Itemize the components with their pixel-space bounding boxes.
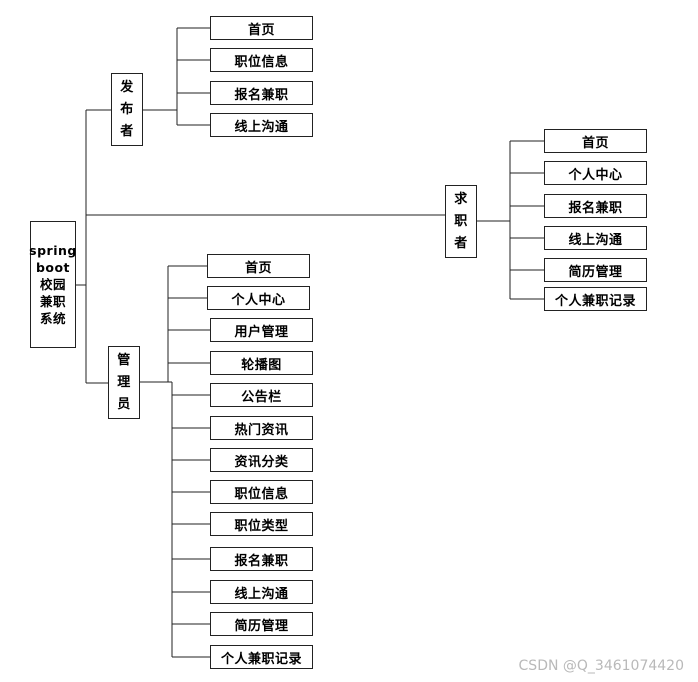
- seeker-item: 线上沟通: [544, 226, 647, 250]
- admin-item: 轮播图: [210, 351, 313, 375]
- watermark: CSDN @Q_3461074420: [518, 658, 684, 674]
- publisher-item: 报名兼职: [210, 81, 313, 105]
- publisher-item: 首页: [210, 16, 313, 40]
- seeker-node: 求 职 者: [445, 185, 477, 258]
- seeker-item: 报名兼职: [544, 194, 647, 218]
- root-line: 兼职: [39, 294, 66, 309]
- admin-item: 职位信息: [210, 480, 313, 504]
- publisher-item: 职位信息: [210, 48, 313, 72]
- admin-item: 职位类型: [210, 512, 313, 536]
- admin-node: 管 理 员: [108, 346, 140, 419]
- admin-item: 公告栏: [210, 383, 313, 407]
- admin-item: 热门资讯: [210, 416, 313, 440]
- seeker-line: 职: [454, 213, 468, 229]
- admin-item: 资讯分类: [210, 448, 313, 472]
- root-line: spring: [29, 243, 77, 258]
- admin-line: 理: [117, 374, 131, 390]
- root-line: boot: [35, 260, 71, 275]
- admin-line: 管: [117, 352, 131, 368]
- admin-item: 用户管理: [210, 318, 313, 342]
- admin-item: 报名兼职: [210, 547, 313, 571]
- publisher-line: 者: [120, 123, 134, 139]
- admin-line: 员: [117, 396, 131, 412]
- publisher-line: 布: [120, 101, 134, 117]
- admin-item: 个人中心: [207, 286, 310, 310]
- seeker-item: 简历管理: [544, 258, 647, 282]
- root-line: 校园: [39, 277, 66, 292]
- seeker-line: 求: [454, 191, 468, 207]
- seeker-item: 个人中心: [544, 161, 647, 185]
- seeker-line: 者: [454, 235, 468, 251]
- admin-item: 首页: [207, 254, 310, 278]
- root-node: spring boot 校园 兼职 系统: [29, 221, 77, 348]
- root-line: 系统: [39, 311, 66, 326]
- admin-item: 个人兼职记录: [210, 645, 313, 669]
- admin-item: 线上沟通: [210, 580, 313, 604]
- publisher-line: 发: [120, 79, 134, 95]
- seeker-item: 个人兼职记录: [544, 287, 647, 311]
- seeker-item: 首页: [544, 129, 647, 153]
- publisher-item: 线上沟通: [210, 113, 313, 137]
- admin-item: 简历管理: [210, 612, 313, 636]
- publisher-node: 发 布 者: [111, 73, 143, 146]
